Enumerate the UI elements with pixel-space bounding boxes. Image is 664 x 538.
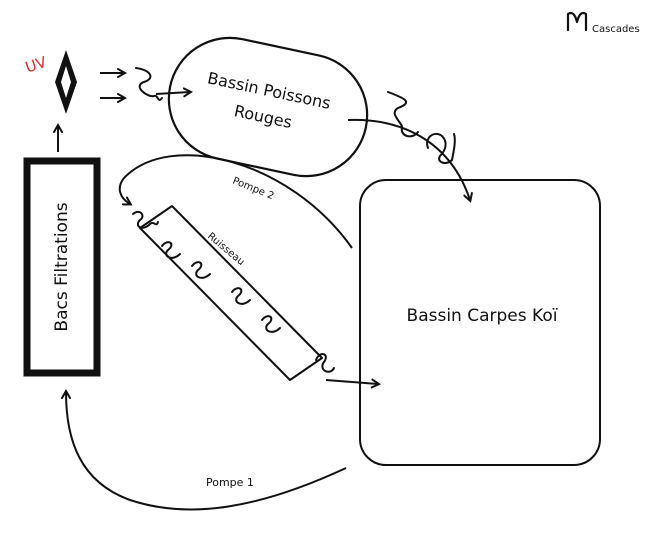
pump1-label: Pompe 1 [206,476,254,489]
arrow-stream-to-koi [325,380,378,384]
arrows-uv-to-goldfish-pond [100,73,124,98]
filtration-label: Bacs Filtrations [52,202,72,331]
uv-lamp-icon [55,50,77,114]
stream-label: Ruisseau [205,231,246,268]
pump2-label: Pompe 2 [231,176,276,203]
waterfall-squiggle-2 [387,91,419,138]
arrow-into-goldfish-pond [155,92,190,94]
brand-logo: Cascades [566,11,640,35]
goldfish-pond-label-line1: Bassin Poissons [206,68,333,113]
brand-logo-m-icon [566,11,588,32]
brand-name: Cascades [592,24,640,35]
stream-wave-icons [132,210,335,373]
stream: Ruisseau [132,205,335,381]
koi-pond: Bassin Carpes Koï [359,179,601,466]
goldfish-pond-label-line2: Rouges [232,101,293,132]
koi-pond-label: Bassin Carpes Koï [407,306,558,326]
pump1-line [66,392,347,511]
uv-label: UV [23,53,49,77]
goldfish-pond: Bassin Poissons Rouges [167,36,369,178]
pump2-line [118,154,353,249]
filtration-tanks: Bacs Filtrations [23,157,101,377]
waterfall-squiggle-3 [426,132,456,164]
waterfall-squiggle-1 [135,67,163,101]
